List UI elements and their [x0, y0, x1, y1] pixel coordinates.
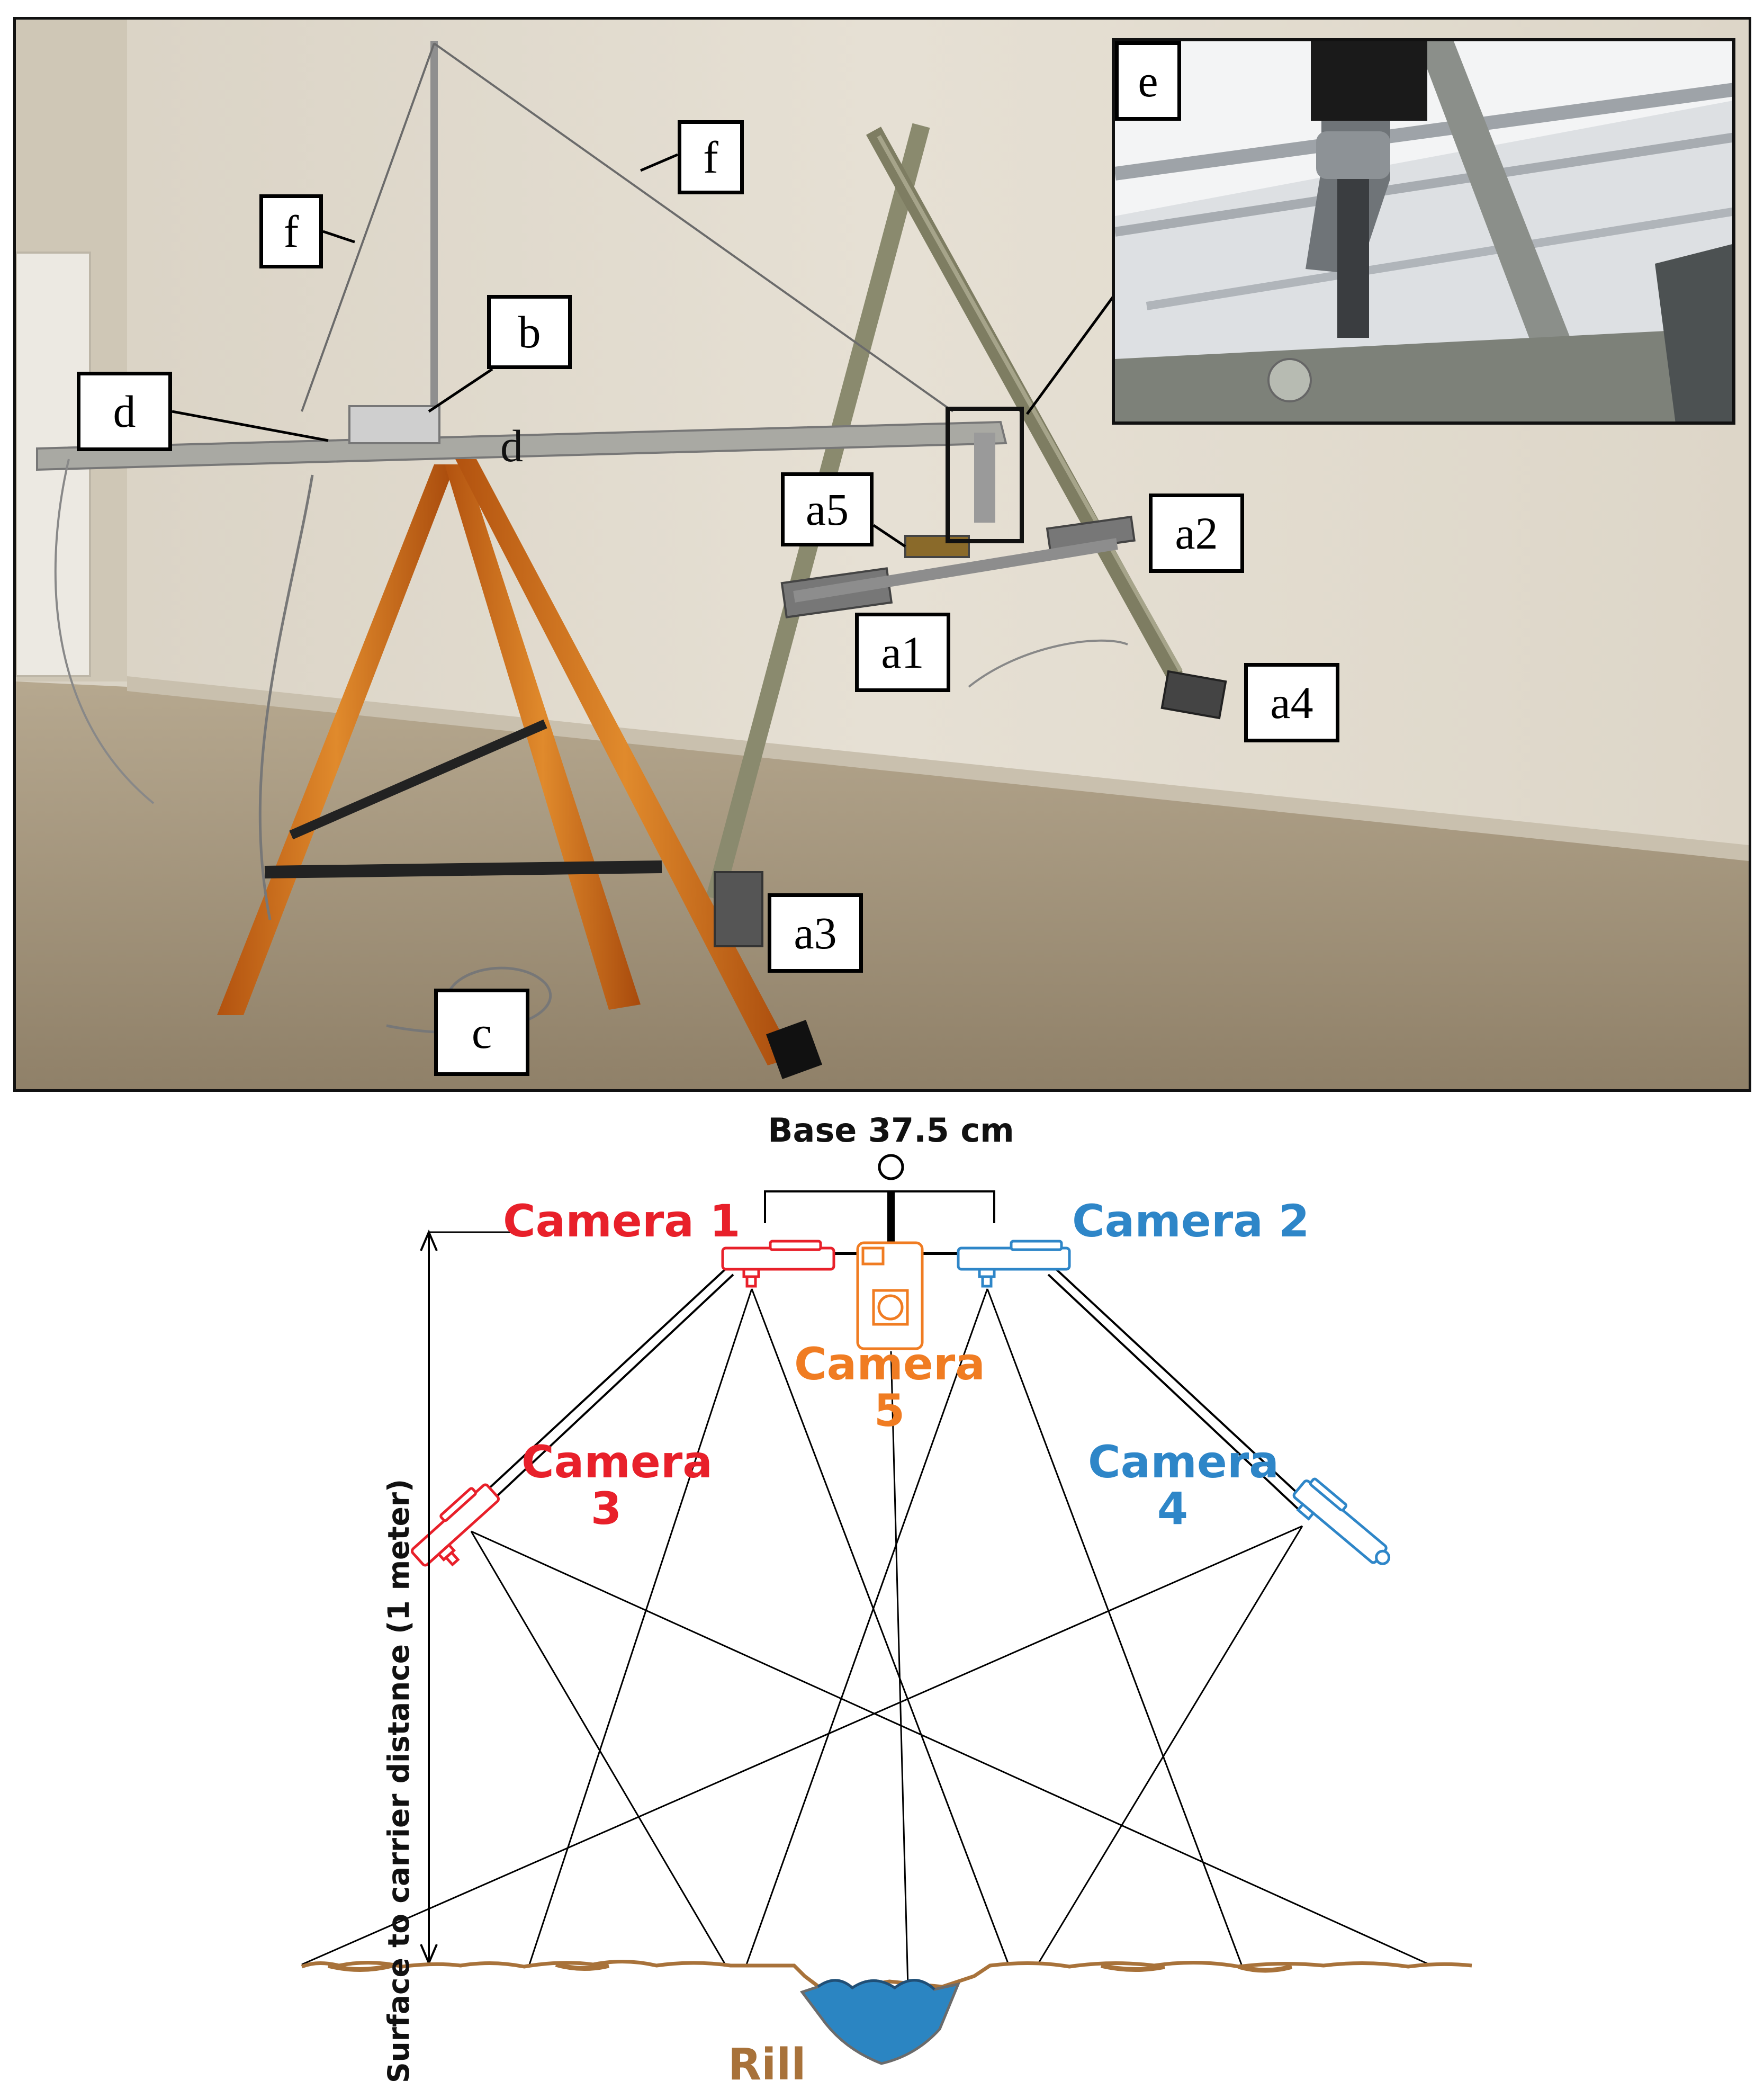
cable-3	[968, 639, 1128, 688]
inset-knob	[1316, 131, 1390, 179]
rail-left-a	[470, 1268, 726, 1506]
diagram-drawing	[301, 1154, 1472, 2065]
guy-wire-left	[301, 43, 435, 412]
tripod-leg-right	[455, 459, 794, 1065]
cable-1	[258, 474, 314, 920]
rail-right-b	[1047, 1273, 1306, 1517]
pole-right	[866, 127, 1183, 680]
callout-e: e	[1115, 41, 1181, 121]
callout-a2: a2	[1149, 494, 1244, 573]
rail-left-b	[478, 1273, 734, 1514]
carrier-bar	[36, 420, 1007, 471]
inset-bar	[1115, 327, 1732, 421]
rill-water-surface	[817, 1979, 935, 1990]
photo-camera-a3	[714, 871, 763, 947]
callout-f-left: f	[259, 194, 323, 268]
floor	[16, 681, 1749, 1089]
callout-a3: a3	[768, 893, 863, 973]
arrow-b	[428, 367, 493, 413]
tripod-strap	[264, 860, 662, 878]
inset-dark-plate	[1311, 41, 1427, 121]
camera-3-label-line2: 3	[590, 1483, 622, 1535]
camera-5-label-line1: Camera	[794, 1338, 985, 1390]
view-lines	[301, 1288, 1430, 1987]
guy-wire-right	[433, 42, 954, 412]
box-b	[348, 405, 440, 444]
camera-3-icon	[410, 1483, 500, 1567]
camera-4-icon	[1292, 1477, 1391, 1565]
camera-3-label-line1: Camera	[521, 1436, 713, 1488]
callout-f-right: f	[678, 120, 744, 194]
callout-a4: a4	[1244, 663, 1339, 742]
callout-b: b	[487, 295, 572, 369]
inset-beam-2	[1115, 132, 1732, 237]
camera-arm	[793, 538, 1118, 603]
tripod-foot	[766, 1020, 822, 1079]
base-bracket	[764, 1190, 995, 1223]
arrow-f-right	[640, 153, 678, 172]
rail-right-a	[1055, 1268, 1314, 1509]
camera-1-icon	[721, 1240, 835, 1288]
callout-d: d	[77, 372, 172, 451]
camera-5-label: Camera 5	[794, 1341, 985, 1434]
arrow-e	[1025, 294, 1116, 415]
inset-wing-nut	[1267, 358, 1312, 402]
camera-4-label-line2: 4	[1157, 1483, 1189, 1535]
rill-water	[799, 1979, 961, 2065]
base-label: Base 37.5 cm	[768, 1111, 1014, 1150]
photo-camera-a4	[1160, 670, 1227, 720]
camera-5-label-line2: 5	[874, 1385, 905, 1437]
camera-diagram: Base 37.5 cm Camera 1 Camera 2 Camera 3 …	[0, 1092, 1764, 2099]
camera-1-label: Camera 1	[503, 1195, 741, 1247]
ground-bumps	[327, 1962, 1293, 1973]
inset-rod	[1337, 163, 1369, 338]
camera-4-label-line1: Camera	[1088, 1436, 1279, 1488]
arrow-f-left	[322, 230, 355, 244]
ground-surface	[301, 1960, 1472, 1994]
mount-post	[974, 433, 995, 523]
callout-a5: a5	[781, 472, 874, 546]
mount-ring	[878, 1154, 904, 1180]
cable-2	[54, 459, 155, 804]
camera-4-label: Camera 4	[1088, 1436, 1279, 1535]
inset-scene	[1115, 41, 1732, 421]
camera-2-label: Camera 2	[1072, 1195, 1310, 1247]
camera-5-icon	[856, 1241, 924, 1350]
tripod-strap-upper	[289, 719, 547, 840]
distance-label: Surface to carrier distance (1 meter)	[382, 1478, 416, 2083]
inset-beam-1	[1115, 83, 1732, 181]
mount-frame	[946, 407, 1024, 543]
arrow-a5	[872, 524, 906, 548]
arrow-d	[172, 410, 329, 442]
inset-photo: e	[1112, 38, 1735, 425]
camera-3-label: Camera 3	[521, 1436, 713, 1535]
distance-arrow-up	[420, 1229, 438, 1251]
label-d: d	[500, 420, 523, 471]
photo-panel: f f b d d a5 a2 a1 a4 a3 c e	[13, 17, 1751, 1092]
rill-label: Rill	[728, 2040, 806, 2090]
camera-2-icon	[957, 1240, 1071, 1288]
pole-right-highlight	[877, 135, 1183, 672]
callout-a1: a1	[855, 613, 950, 692]
inset-device	[1655, 244, 1732, 421]
inset-beam-3	[1146, 207, 1732, 310]
inset-rail	[1417, 41, 1570, 348]
callout-c: c	[434, 989, 529, 1076]
